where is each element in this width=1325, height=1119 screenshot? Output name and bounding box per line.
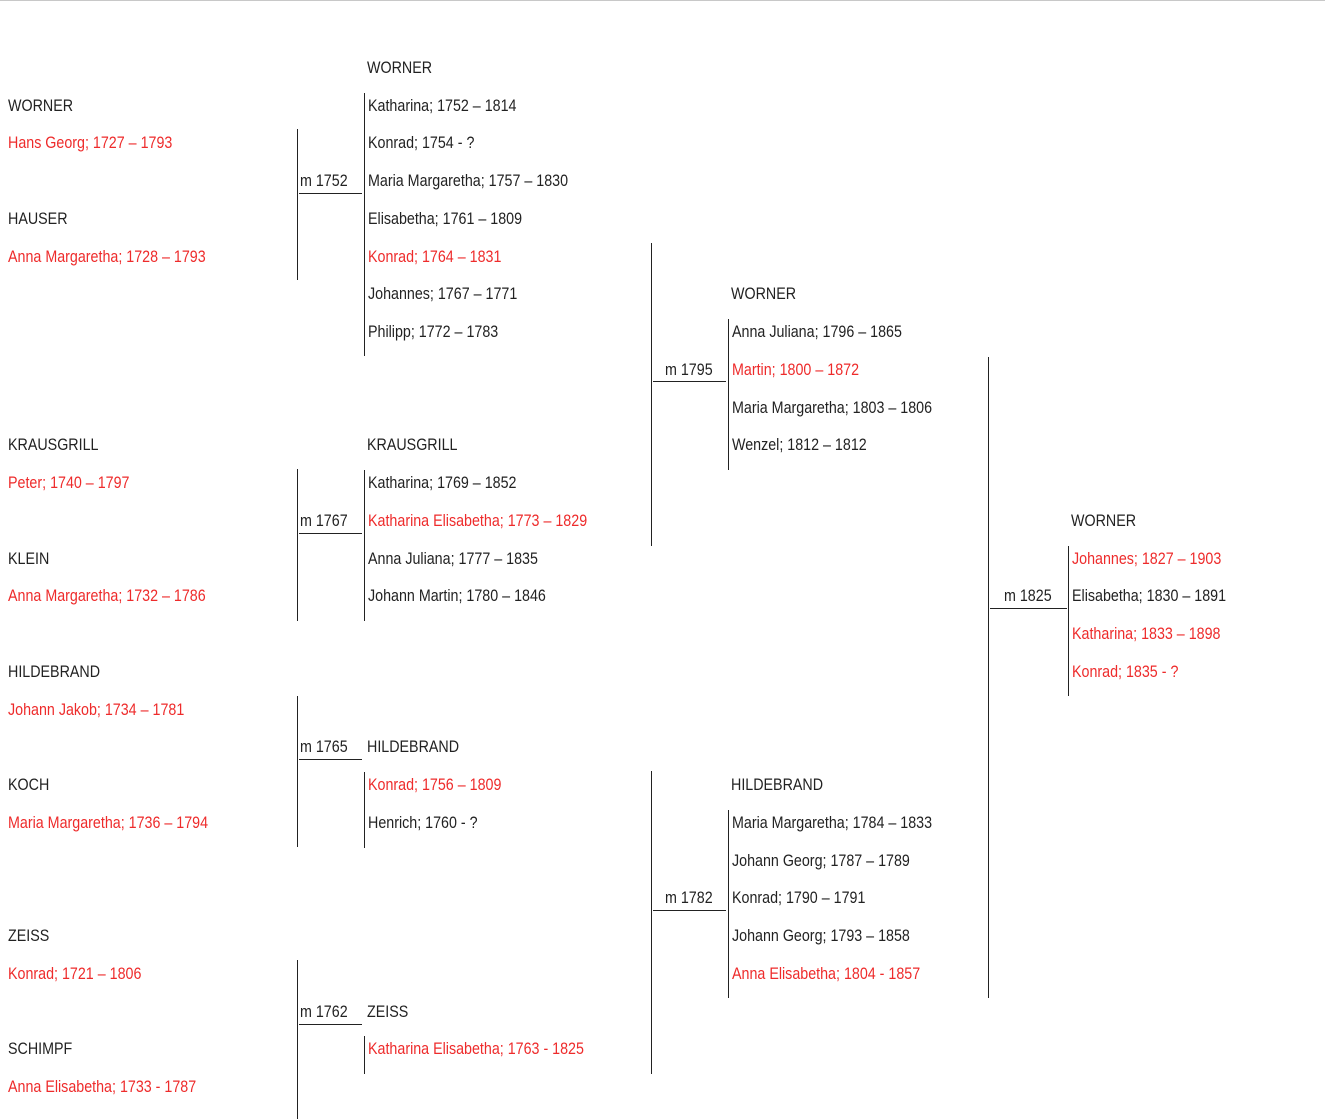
gen1-couple4-wife: Anna Elisabetha; 1733 - 1787 [8,1077,197,1096]
gen4-family1-child: Katharina; 1833 – 1898 [1072,624,1221,643]
gen1-couple4-wife-surname: SCHIMPF [8,1039,73,1058]
gen2-family3-surname: HILDEBRAND [367,737,460,756]
gen1-couple2-marriage: m 1767 [300,511,348,530]
gen1-couple2-bracket [297,469,298,621]
gen1-couple3-bracket [297,696,298,847]
top-divider [0,0,1325,1]
gen3-family2-bracket [728,810,729,998]
gen2-family2-child: Katharina; 1769 – 1852 [368,473,517,492]
gen1-couple2-husband: Peter; 1740 – 1797 [8,473,130,492]
gen3-family1-child: Martin; 1800 – 1872 [732,360,860,379]
gen4-family1-child: Elisabetha; 1830 – 1891 [1072,586,1227,605]
gen2-top-link [653,381,726,382]
gen2-family1-surname: WORNER [367,58,433,77]
gen4-family1-child: Johannes; 1827 – 1903 [1072,549,1222,568]
gen2-family1-child: Maria Margaretha; 1757 – 1830 [368,171,569,190]
gen2-family3-child: Konrad; 1756 – 1809 [368,775,502,794]
gen2-bottom-link [653,910,726,911]
gen1-couple2-husband-surname: KRAUSGRILL [8,435,99,454]
gen3-family2-child: Konrad; 1790 – 1791 [732,888,866,907]
gen3-family1-child: Anna Juliana; 1796 – 1865 [732,322,902,341]
gen2-family4-surname: ZEISS [367,1002,409,1021]
gen2-family1-child: Johannes; 1767 – 1771 [368,284,518,303]
gen1-couple2-wife: Anna Margaretha; 1732 – 1786 [8,586,206,605]
gen2-family2-child: Anna Juliana; 1777 – 1835 [368,549,538,568]
gen3-family1-surname: WORNER [731,284,797,303]
gen1-couple2-wife-surname: KLEIN [8,549,50,568]
gen2-family2-child: Katharina Elisabetha; 1773 – 1829 [368,511,588,530]
gen2-family1-child: Katharina; 1752 – 1814 [368,96,517,115]
gen3-family2-child: Johann Georg; 1787 – 1789 [732,851,910,870]
gen2-family3-bracket [364,772,365,848]
gen2-top-marriage: m 1795 [665,360,713,379]
gen2-family1-bracket [364,93,365,356]
gen1-couple1-link [299,193,362,194]
gen4-family1-bracket [1068,546,1069,696]
gen3-link [990,608,1067,609]
gen2-family3-child: Henrich; 1760 - ? [368,813,478,832]
gen2-family1-child: Konrad; 1764 – 1831 [368,247,502,266]
gen1-couple3-marriage: m 1765 [300,737,348,756]
gen3-bracket [988,357,989,998]
gen2-family4-child: Katharina Elisabetha; 1763 - 1825 [368,1039,584,1058]
gen1-couple4-husband-surname: ZEISS [8,926,50,945]
gen3-family2-surname: HILDEBRAND [731,775,824,794]
gen2-family1-child: Philipp; 1772 – 1783 [368,322,499,341]
gen2-family1-child: Elisabetha; 1761 – 1809 [368,209,523,228]
gen2-family4-bracket [364,1036,365,1074]
gen1-couple3-wife-surname: KOCH [8,775,50,794]
gen1-couple1-wife: Anna Margaretha; 1728 – 1793 [8,247,206,266]
gen1-couple1-marriage: m 1752 [300,171,348,190]
gen1-couple1-wife-surname: HAUSER [8,209,68,228]
gen4-family1-child: Konrad; 1835 - ? [1072,662,1179,681]
gen3-family1-bracket [728,319,729,470]
gen1-couple1-husband-surname: WORNER [8,96,74,115]
gen1-couple2-link [299,533,362,534]
gen1-couple1-husband: Hans Georg; 1727 – 1793 [8,133,173,152]
gen2-top-bracket [651,243,652,546]
gen1-couple4-husband: Konrad; 1721 – 1806 [8,964,142,983]
gen3-family2-child: Maria Margaretha; 1784 – 1833 [732,813,933,832]
gen2-family1-child: Konrad; 1754 - ? [368,133,475,152]
gen2-family2-surname: KRAUSGRILL [367,435,458,454]
gen1-couple4-marriage: m 1762 [300,1002,348,1021]
gen3-family2-child: Anna Elisabetha; 1804 - 1857 [732,964,921,983]
gen3-marriage: m 1825 [1004,586,1052,605]
gen1-couple3-husband: Johann Jakob; 1734 – 1781 [8,700,185,719]
gen1-couple1-bracket [297,129,298,280]
gen3-family1-child: Maria Margaretha; 1803 – 1806 [732,398,933,417]
gen3-family2-child: Johann Georg; 1793 – 1858 [732,926,910,945]
gen3-family1-child: Wenzel; 1812 – 1812 [732,435,867,454]
gen1-couple3-husband-surname: HILDEBRAND [8,662,101,681]
gen2-bottom-bracket [651,771,652,1074]
gen1-couple4-link [299,1024,362,1025]
gen1-couple3-wife: Maria Margaretha; 1736 – 1794 [8,813,209,832]
gen2-family2-bracket [364,470,365,621]
gen4-family1-surname: WORNER [1071,511,1137,530]
gen1-couple4-bracket [297,960,298,1119]
gen2-bottom-marriage: m 1782 [665,888,713,907]
gen2-family2-child: Johann Martin; 1780 – 1846 [368,586,546,605]
gen1-couple3-link [299,759,362,760]
